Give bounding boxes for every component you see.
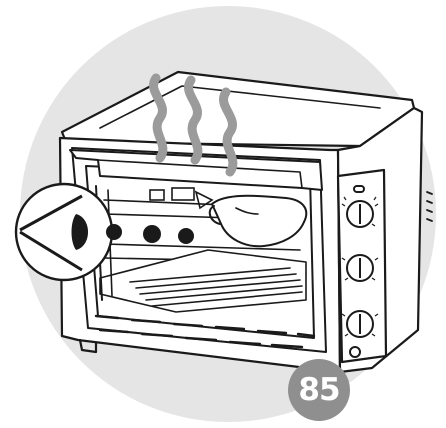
rack-position-dot (106, 224, 122, 240)
rack-position-dot (143, 225, 161, 243)
rack-position-dot (178, 228, 194, 244)
control-knob-icon (347, 201, 373, 227)
page-number-badge: 85 (288, 359, 350, 421)
control-knob-icon (347, 311, 373, 337)
eye-icon (16, 184, 112, 280)
eye-circle (16, 184, 112, 280)
page-number: 85 (298, 372, 339, 408)
power-switch (350, 347, 360, 357)
control-knob-icon (347, 255, 373, 281)
